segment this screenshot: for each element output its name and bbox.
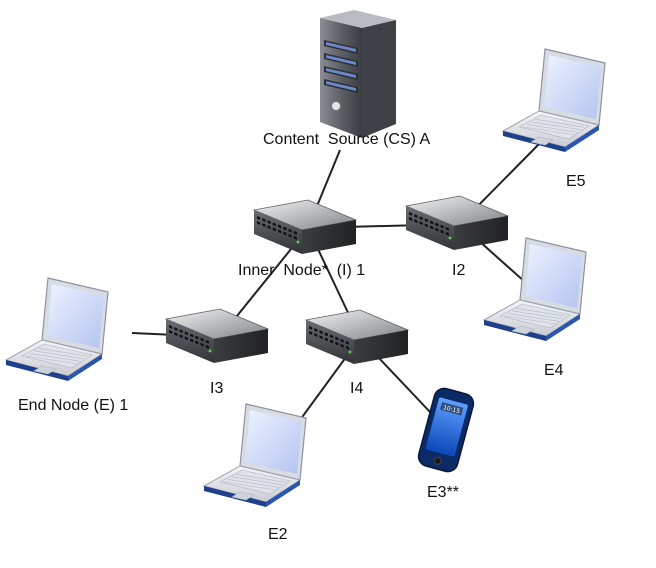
i3-label: I3 xyxy=(210,380,224,397)
server-icon xyxy=(320,10,396,138)
content-source-label: Content Source (CS) A xyxy=(263,131,431,148)
inner-node-1-label: Inner Node* (I) 1 xyxy=(238,262,366,279)
network-switch-icon xyxy=(252,199,358,254)
laptop-icon xyxy=(501,48,606,152)
links-layer xyxy=(131,142,541,421)
phone-clock-text: 10:15 xyxy=(442,404,461,415)
nodes-layer: 10:15 xyxy=(4,10,606,507)
smartphone-icon: 10:15 xyxy=(417,387,475,473)
network-switch-icon xyxy=(404,195,510,250)
e3-label: E3** xyxy=(427,484,460,501)
i2-label: I2 xyxy=(452,262,466,279)
laptop-icon xyxy=(202,403,307,507)
laptop-icon xyxy=(482,237,587,341)
network-switch-icon xyxy=(164,308,270,363)
laptop-icon xyxy=(4,277,109,381)
end-node-1-label: End Node (E) 1 xyxy=(18,397,129,414)
e2-label: E2 xyxy=(268,526,288,543)
e5-label: E5 xyxy=(566,173,586,190)
i4-label: I4 xyxy=(350,380,364,397)
network-switch-icon xyxy=(304,309,410,364)
e4-label: E4 xyxy=(544,362,564,379)
